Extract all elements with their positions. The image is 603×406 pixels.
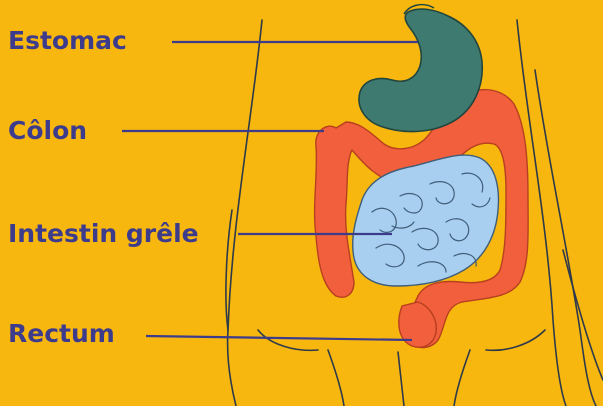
label-rectum: Rectum [8,319,115,349]
body-left-side [228,20,262,406]
left-hip-curve [258,330,318,350]
stomach-organ [359,9,482,132]
left-leg [328,350,344,406]
small-intestine-organ [353,155,499,286]
center-line [398,352,404,406]
right-arm-inner [535,70,596,406]
label-intestin-grele: Intestin grêle [8,219,199,249]
right-hip-curve [486,330,545,350]
small-intestine-shape [353,155,499,286]
label-colon: Côlon [8,116,87,146]
right-leg [454,350,470,406]
leader-line-rectum [146,336,412,340]
label-estomac: Estomac [8,26,127,56]
